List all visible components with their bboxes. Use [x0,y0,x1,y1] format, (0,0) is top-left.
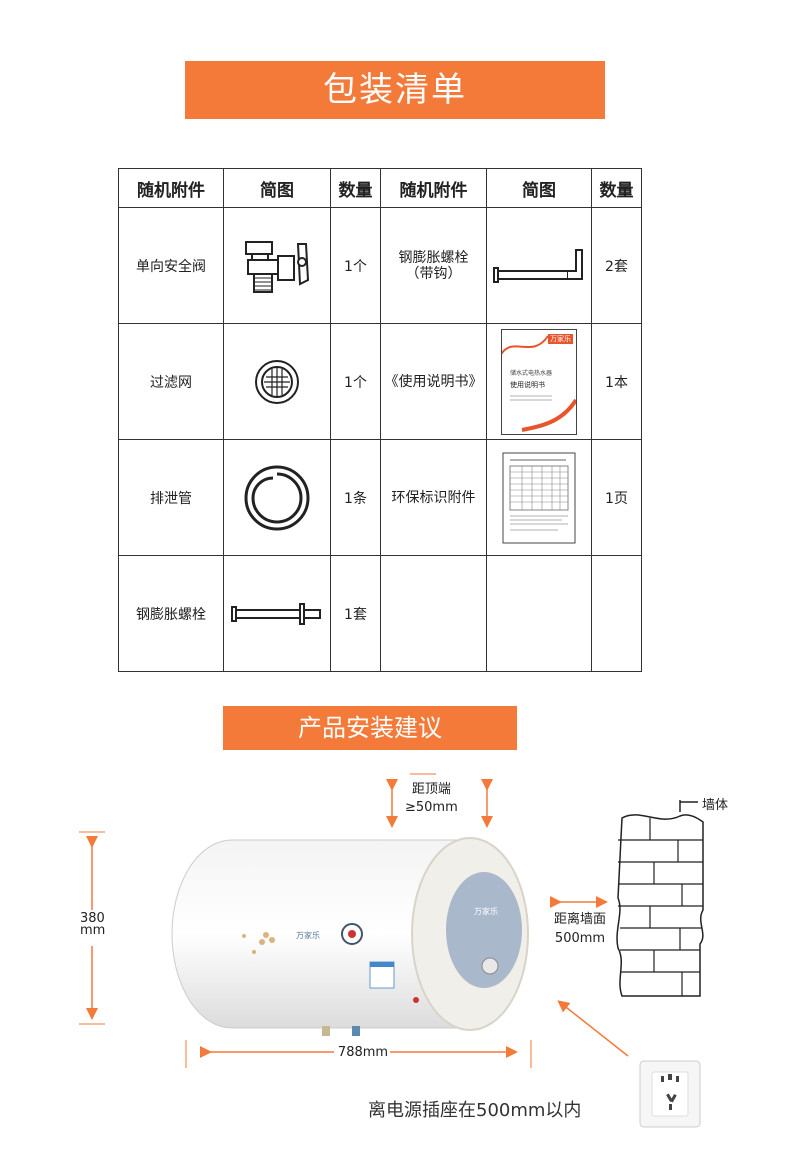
quantity: 1套 [330,555,381,672]
header-diagram-1: 简图 [223,168,331,208]
header-accessory-1: 随机附件 [118,168,224,208]
accessory-name: 环保标识附件 [380,439,487,556]
header-diagram-2: 简图 [486,168,592,208]
accessory-name: 排泄管 [118,439,224,556]
water-heater [171,837,529,1036]
accessory-name: 过滤网 [118,323,224,440]
eco-label-icon [486,439,592,556]
top-clearance-label: 距顶端 ≥50mm [405,781,458,817]
hook-bolt-icon [486,207,592,324]
install-advice-title: 产品安装建议 [223,706,517,750]
accessory-name: 钢膨胀螺栓 [118,555,224,672]
socket-distance-label: 离电源插座在500mm以内 [368,1100,582,1121]
quantity: 1个 [330,323,381,440]
accessory-name-line1: 钢膨胀螺栓 [398,249,469,266]
header-accessory-2: 随机附件 [380,168,487,208]
manual-brand: 万家乐 [548,333,573,344]
table-row: 钢膨胀螺栓 1套 [118,555,642,672]
empty-cell [486,555,592,672]
table-row: 排泄管 1条 环保标识附件 [118,439,642,556]
manual-line1: 储水式电热水器 [510,369,553,377]
empty-cell [591,555,642,672]
height-label: 380 mm [80,911,106,938]
accessory-name-line1: 环保标识附件 [391,489,476,506]
quantity: 2套 [591,207,642,324]
heater-brand-logo: 万家乐 [296,931,320,940]
table-header-row: 随机附件 简图 数量 随机附件 简图 数量 [118,168,642,208]
drain-pipe-icon [223,439,331,556]
expansion-bolt-icon [223,555,331,672]
height-unit: mm [80,923,106,938]
accessory-name: 钢膨胀螺栓 （带钩） [380,207,487,324]
packing-list-table: 随机附件 简图 数量 随机附件 简图 数量 单向安全阀 1个 钢膨胀螺栓 （带钩… [118,168,642,672]
top-clearance-line1: 距顶端 [411,782,451,797]
quantity: 1本 [591,323,642,440]
header-quantity-1: 数量 [330,168,381,208]
wall-distance-line2: 500mm [554,931,606,946]
wall-distance-line1: 距离墙面 [553,912,606,927]
power-socket-icon [639,1060,701,1128]
quantity: 1页 [591,439,642,556]
quantity: 1条 [330,439,381,556]
table-row: 过滤网 1个 《使用说明书》 万家乐 储水式电热水器 使用说明书 [118,323,642,440]
accessory-name-line1: 《使用说明书》 [384,373,483,390]
installation-diagram [79,773,704,1128]
quantity: 1个 [330,207,381,324]
accessory-name: 《使用说明书》 [380,323,487,440]
wall-label: 墙体 [702,798,729,813]
socket-arrow [557,1000,629,1057]
header-quantity-2: 数量 [591,168,642,208]
manual-line2: 使用说明书 [510,380,545,389]
width-label: 788mm [337,1045,389,1060]
packing-list-title: 包装清单 [185,61,605,119]
wall-distance-label: 距离墙面 500mm [547,910,613,948]
filter-mesh-icon [223,323,331,440]
top-clearance-line2: ≥50mm [405,800,458,815]
wall-icon [616,800,704,997]
accessory-name: 单向安全阀 [118,207,224,324]
empty-cell [380,555,487,672]
table-row: 单向安全阀 1个 钢膨胀螺栓 （带钩） [118,207,642,324]
height-value: 380 [80,911,105,926]
safety-valve-icon [223,207,331,324]
manual-icon: 万家乐 储水式电热水器 使用说明书 [486,323,592,440]
heater-face-logo: 万家乐 [474,907,498,916]
accessory-name-line2: （带钩） [405,265,462,282]
